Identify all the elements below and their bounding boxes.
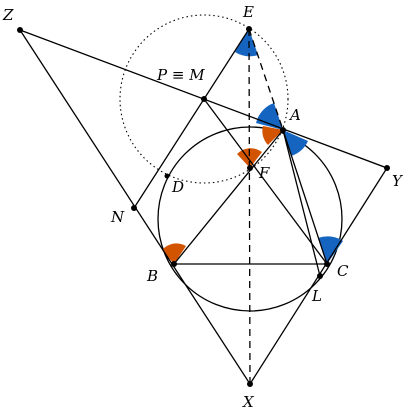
label-d: D bbox=[171, 178, 184, 196]
point-l bbox=[317, 273, 323, 279]
line-e-a-dashed bbox=[248, 28, 284, 131]
angle-marker-c bbox=[318, 236, 343, 264]
point-e bbox=[246, 26, 252, 32]
angle-marker-a-upper bbox=[256, 103, 283, 130]
label-y: Y bbox=[392, 172, 404, 190]
point-z bbox=[17, 27, 23, 33]
point-f bbox=[247, 165, 253, 171]
line-a-l bbox=[282, 129, 321, 277]
label-x: X bbox=[242, 393, 255, 411]
angle-marker-a-middle bbox=[262, 126, 283, 145]
angle-marker-e bbox=[235, 29, 258, 57]
line-a-c bbox=[282, 129, 328, 265]
label-p-equiv-m: P ≡ M bbox=[156, 66, 205, 84]
line-m-c bbox=[203, 98, 328, 265]
line-e-n bbox=[133, 28, 250, 209]
dotted-circle bbox=[119, 14, 289, 184]
label-n: N bbox=[110, 208, 125, 226]
point-b bbox=[171, 261, 177, 267]
label-b: B bbox=[146, 267, 158, 285]
line-a-b bbox=[173, 129, 284, 265]
label-f: F bbox=[258, 164, 270, 182]
point-d bbox=[164, 173, 170, 179]
label-c: C bbox=[337, 262, 349, 280]
point-n bbox=[131, 205, 137, 211]
point-x bbox=[247, 381, 253, 387]
point-c bbox=[324, 261, 330, 267]
line-e-x-dashed bbox=[248, 28, 251, 385]
label-e: E bbox=[242, 3, 254, 21]
angle-marker-f bbox=[237, 148, 262, 168]
angle-marker-b bbox=[162, 243, 186, 264]
label-a: A bbox=[288, 106, 301, 124]
point-a bbox=[280, 127, 286, 133]
point-m bbox=[201, 96, 207, 102]
label-l: L bbox=[311, 287, 322, 305]
point-y bbox=[384, 165, 390, 171]
label-z: Z bbox=[2, 6, 14, 24]
